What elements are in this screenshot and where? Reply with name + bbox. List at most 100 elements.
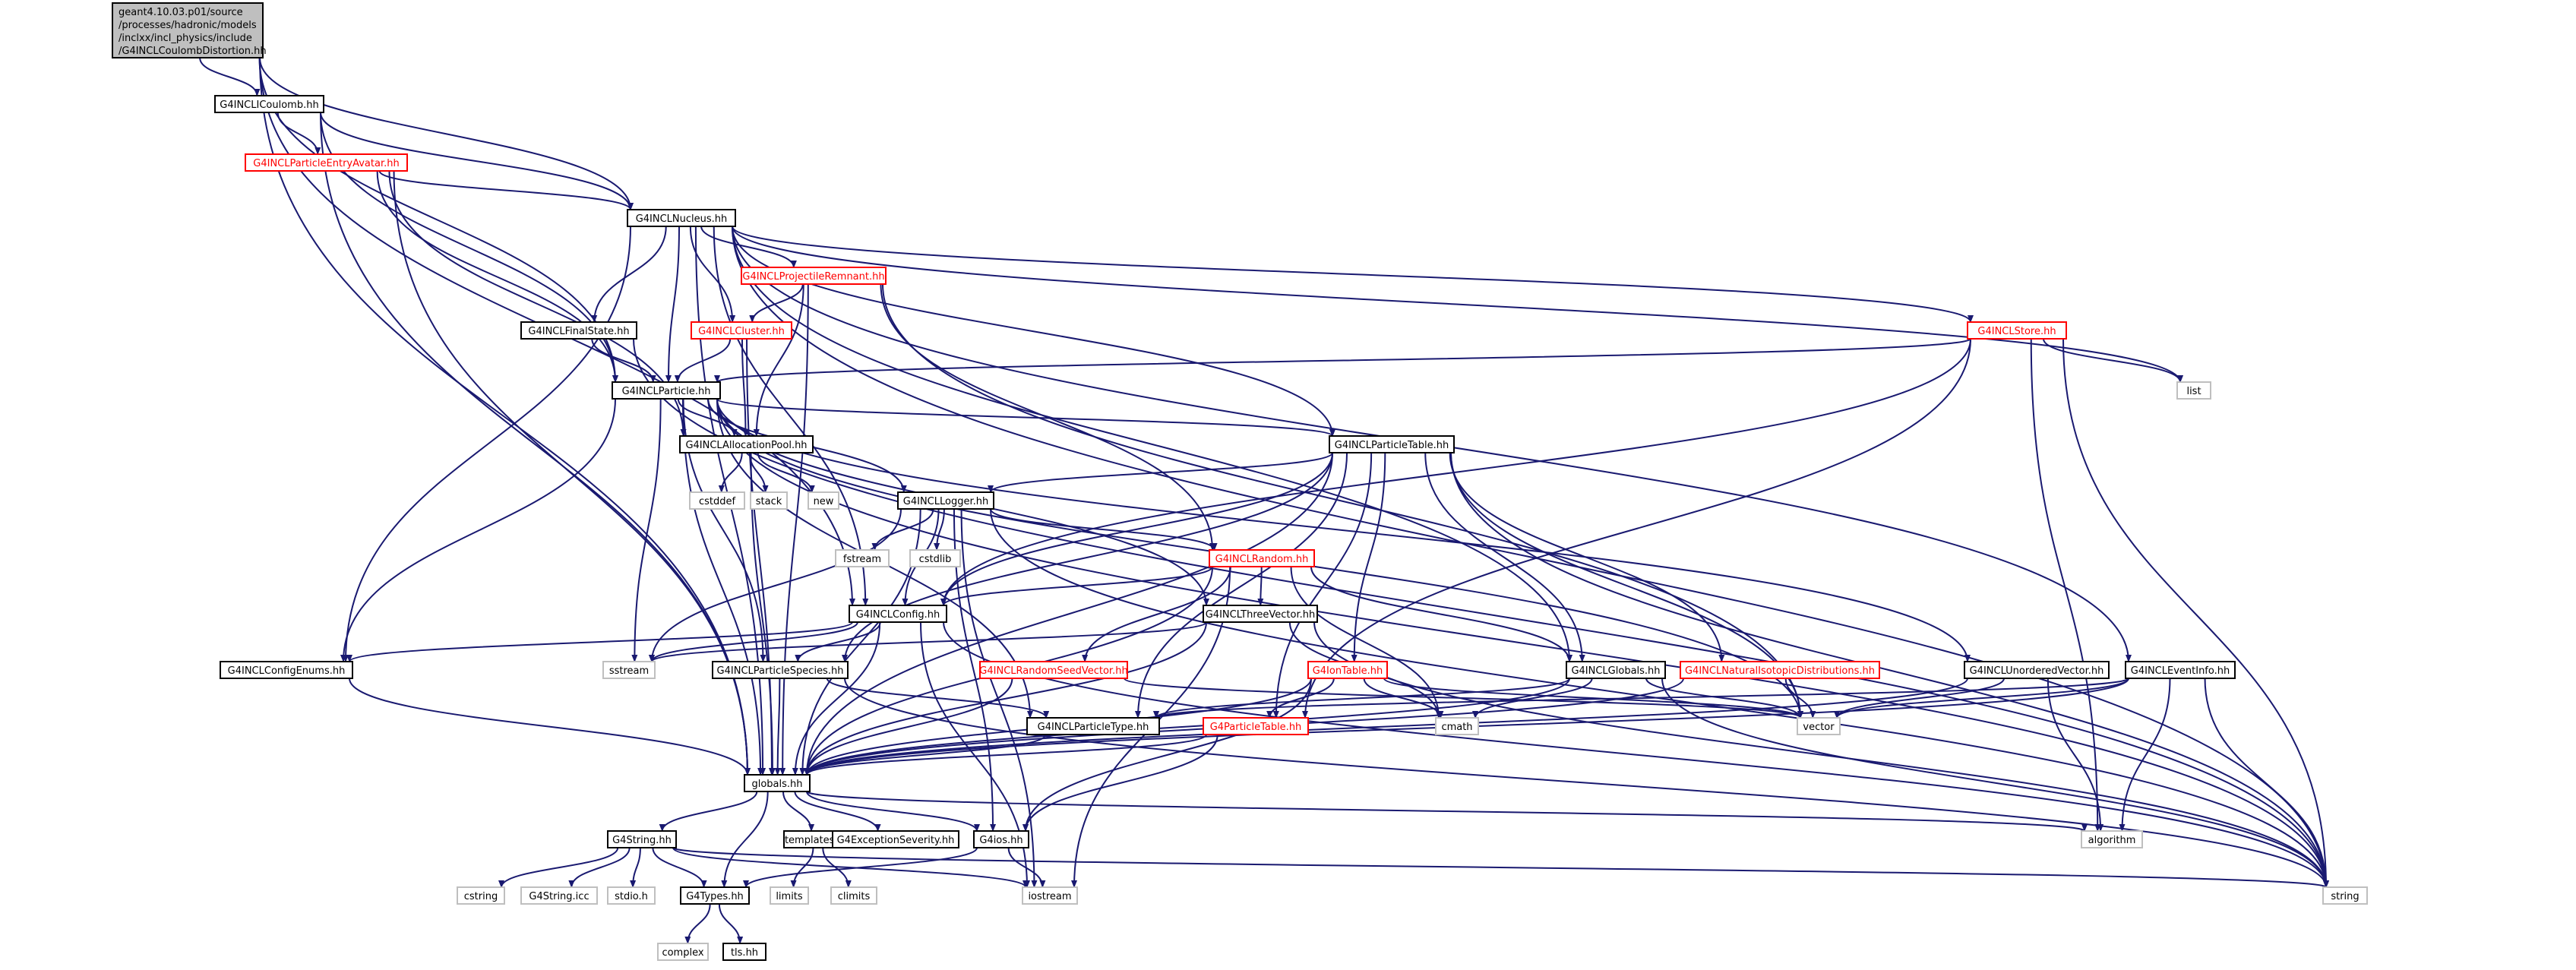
node-pspecies[interactable]: G4INCLParticleSpecies.hh bbox=[712, 661, 849, 679]
node-g4stringicc[interactable]: G4String.icc bbox=[520, 886, 598, 905]
node-threevec[interactable]: G4INCLThreeVector.hh bbox=[1203, 605, 1318, 623]
node-cluster[interactable]: G4INCLCluster.hh bbox=[691, 321, 792, 340]
node-iostream[interactable]: iostream bbox=[1022, 886, 1078, 905]
node-label-sstream: sstream bbox=[609, 665, 649, 677]
node-globals[interactable]: G4INCLGlobals.hh bbox=[1566, 661, 1666, 679]
edge-nucleus-to-string bbox=[732, 226, 2329, 888]
edge-globalshh-to-algorithm bbox=[806, 791, 2088, 832]
node-label-alloc: G4INCLAllocationPool.hh bbox=[685, 440, 807, 451]
node-logger[interactable]: G4INCLLogger.hh bbox=[897, 491, 994, 510]
edge-alloc-to-stack bbox=[748, 452, 769, 493]
node-complex[interactable]: complex bbox=[657, 943, 709, 961]
edge-projrem-to-random bbox=[880, 283, 1215, 551]
node-vector[interactable]: vector bbox=[1797, 717, 1841, 735]
node-natiso[interactable]: G4INCLNaturalIsotopicDistributions.hh bbox=[1680, 661, 1880, 679]
node-box-pea bbox=[245, 153, 408, 172]
node-box-g4types bbox=[680, 886, 750, 905]
node-cstddef[interactable]: cstddef bbox=[689, 491, 745, 510]
node-ptable[interactable]: G4INCLParticleTable.hh bbox=[1329, 435, 1455, 453]
node-cstring[interactable]: cstring bbox=[457, 886, 505, 905]
node-config[interactable]: G4INCLConfig.hh bbox=[849, 605, 947, 623]
node-cmath[interactable]: cmath bbox=[1435, 717, 1479, 735]
node-label-stack: stack bbox=[756, 496, 782, 507]
edge-globalshh-to-g4ios bbox=[806, 791, 980, 832]
edge-projrem-to-cluster bbox=[749, 283, 804, 323]
edge-pea-to-globalshh bbox=[393, 170, 751, 776]
edge-seedvec-to-vector bbox=[1124, 678, 1803, 719]
node-projrem[interactable]: G4INCLProjectileRemnant.hh bbox=[741, 267, 887, 285]
node-seedvec[interactable]: G4INCLRandomSeedVector.hh bbox=[979, 661, 1128, 679]
edges-layer bbox=[199, 57, 2329, 944]
node-random[interactable]: G4INCLRandom.hh bbox=[1209, 549, 1315, 567]
node-g4types[interactable]: G4Types.hh bbox=[680, 886, 750, 905]
edge-globals-to-cmath bbox=[1472, 678, 1593, 719]
edge-globalshh-to-templates bbox=[782, 791, 815, 832]
node-box-g4ptable bbox=[1203, 717, 1309, 735]
node-algorithm[interactable]: algorithm bbox=[2081, 830, 2143, 848]
node-box-pspecies bbox=[712, 661, 849, 679]
node-limits[interactable]: limits bbox=[770, 886, 809, 905]
edge-cluster-to-alloc bbox=[741, 338, 749, 437]
node-label-g4ios: G4ios.hh bbox=[979, 835, 1022, 846]
node-finalstate[interactable]: G4INCLFinalState.hh bbox=[520, 321, 637, 340]
edge-random-to-threevec bbox=[1257, 566, 1264, 606]
node-label-cstring: cstring bbox=[464, 891, 498, 902]
edge-g4ptable-to-globalshh bbox=[804, 734, 1207, 776]
node-store[interactable]: G4INCLStore.hh bbox=[1967, 321, 2067, 340]
node-string[interactable]: string bbox=[2322, 886, 2368, 905]
node-pea[interactable]: G4INCLParticleEntryAvatar.hh bbox=[245, 153, 408, 172]
node-label-logger: G4INCLLogger.hh bbox=[903, 496, 988, 507]
edge-projrem-to-alloc bbox=[753, 283, 804, 437]
node-g4ios[interactable]: G4ios.hh bbox=[973, 830, 1029, 848]
node-alloc[interactable]: G4INCLAllocationPool.hh bbox=[679, 435, 814, 453]
node-label-pea: G4INCLParticleEntryAvatar.hh bbox=[253, 158, 399, 169]
edge-pea-to-nucleus bbox=[378, 170, 634, 210]
edge-ptable-to-natiso bbox=[1449, 452, 1725, 662]
node-label-new: new bbox=[814, 496, 834, 507]
node-g4ptable[interactable]: G4ParticleTable.hh bbox=[1203, 717, 1309, 735]
node-new[interactable]: new bbox=[808, 491, 839, 510]
edge-alloc-to-new bbox=[757, 452, 815, 493]
root-node[interactable]: geant4.10.03.p01/source /processes/hadro… bbox=[112, 2, 267, 58]
node-label-cstddef: cstddef bbox=[699, 496, 736, 507]
edge-config-to-configenums bbox=[346, 621, 853, 662]
edge-g4ios-to-g4types bbox=[743, 847, 978, 888]
edge-globalshh-to-g4exc bbox=[794, 791, 881, 832]
node-box-eventinfo bbox=[2125, 661, 2236, 679]
node-eventinfo[interactable]: G4INCLEventInfo.hh bbox=[2125, 661, 2236, 679]
node-sstream[interactable]: sstream bbox=[602, 661, 656, 679]
node-nucleus[interactable]: G4INCLNucleus.hh bbox=[627, 209, 736, 227]
node-coulomb[interactable]: G4INCLICoulomb.hh bbox=[214, 95, 324, 113]
node-configenums[interactable]: G4INCLConfigEnums.hh bbox=[220, 661, 353, 679]
node-globalshh[interactable]: globals.hh bbox=[744, 774, 811, 792]
edge-finalstate-to-particle bbox=[591, 338, 656, 383]
node-box-projrem bbox=[741, 267, 887, 285]
node-label-config: G4INCLConfig.hh bbox=[856, 609, 940, 621]
edge-nucleus-to-list bbox=[732, 226, 2183, 383]
node-list[interactable]: list bbox=[2176, 381, 2211, 400]
node-cstdlib[interactable]: cstdlib bbox=[909, 549, 961, 567]
edge-threevec-to-sstream bbox=[649, 621, 1207, 662]
root-node-box bbox=[112, 2, 264, 58]
edge-config-to-sstream bbox=[649, 621, 858, 662]
node-g4exc[interactable]: G4ExceptionSeverity.hh bbox=[832, 830, 959, 848]
edge-g4string-to-cstring bbox=[498, 847, 619, 888]
node-climits[interactable]: climits bbox=[830, 886, 877, 905]
node-stdioh[interactable]: stdio.h bbox=[607, 886, 656, 905]
edge-eventinfo-to-algorithm bbox=[2119, 678, 2171, 832]
node-box-new bbox=[808, 491, 839, 510]
node-particle[interactable]: G4INCLParticle.hh bbox=[612, 381, 721, 400]
node-ptype[interactable]: G4INCLParticleType.hh bbox=[1026, 717, 1160, 735]
root-node-line-4: /G4INCLCoulombDistortion.hh bbox=[119, 46, 267, 57]
node-g4string[interactable]: G4String.hh bbox=[607, 830, 677, 848]
node-label-vector: vector bbox=[1803, 722, 1835, 733]
edge-particle-to-sstream bbox=[631, 398, 662, 662]
node-iontable[interactable]: G4IonTable.hh bbox=[1307, 661, 1388, 679]
node-unordered[interactable]: G4INCLUnorderedVector.hh bbox=[1964, 661, 2110, 679]
node-stack[interactable]: stack bbox=[750, 491, 788, 510]
node-tlshh[interactable]: tls.hh bbox=[722, 943, 766, 961]
node-fstream[interactable]: fstream bbox=[835, 549, 890, 567]
edge-root-to-globalshh bbox=[259, 57, 751, 776]
node-box-tlshh bbox=[722, 943, 766, 961]
node-box-globalshh bbox=[744, 774, 811, 792]
